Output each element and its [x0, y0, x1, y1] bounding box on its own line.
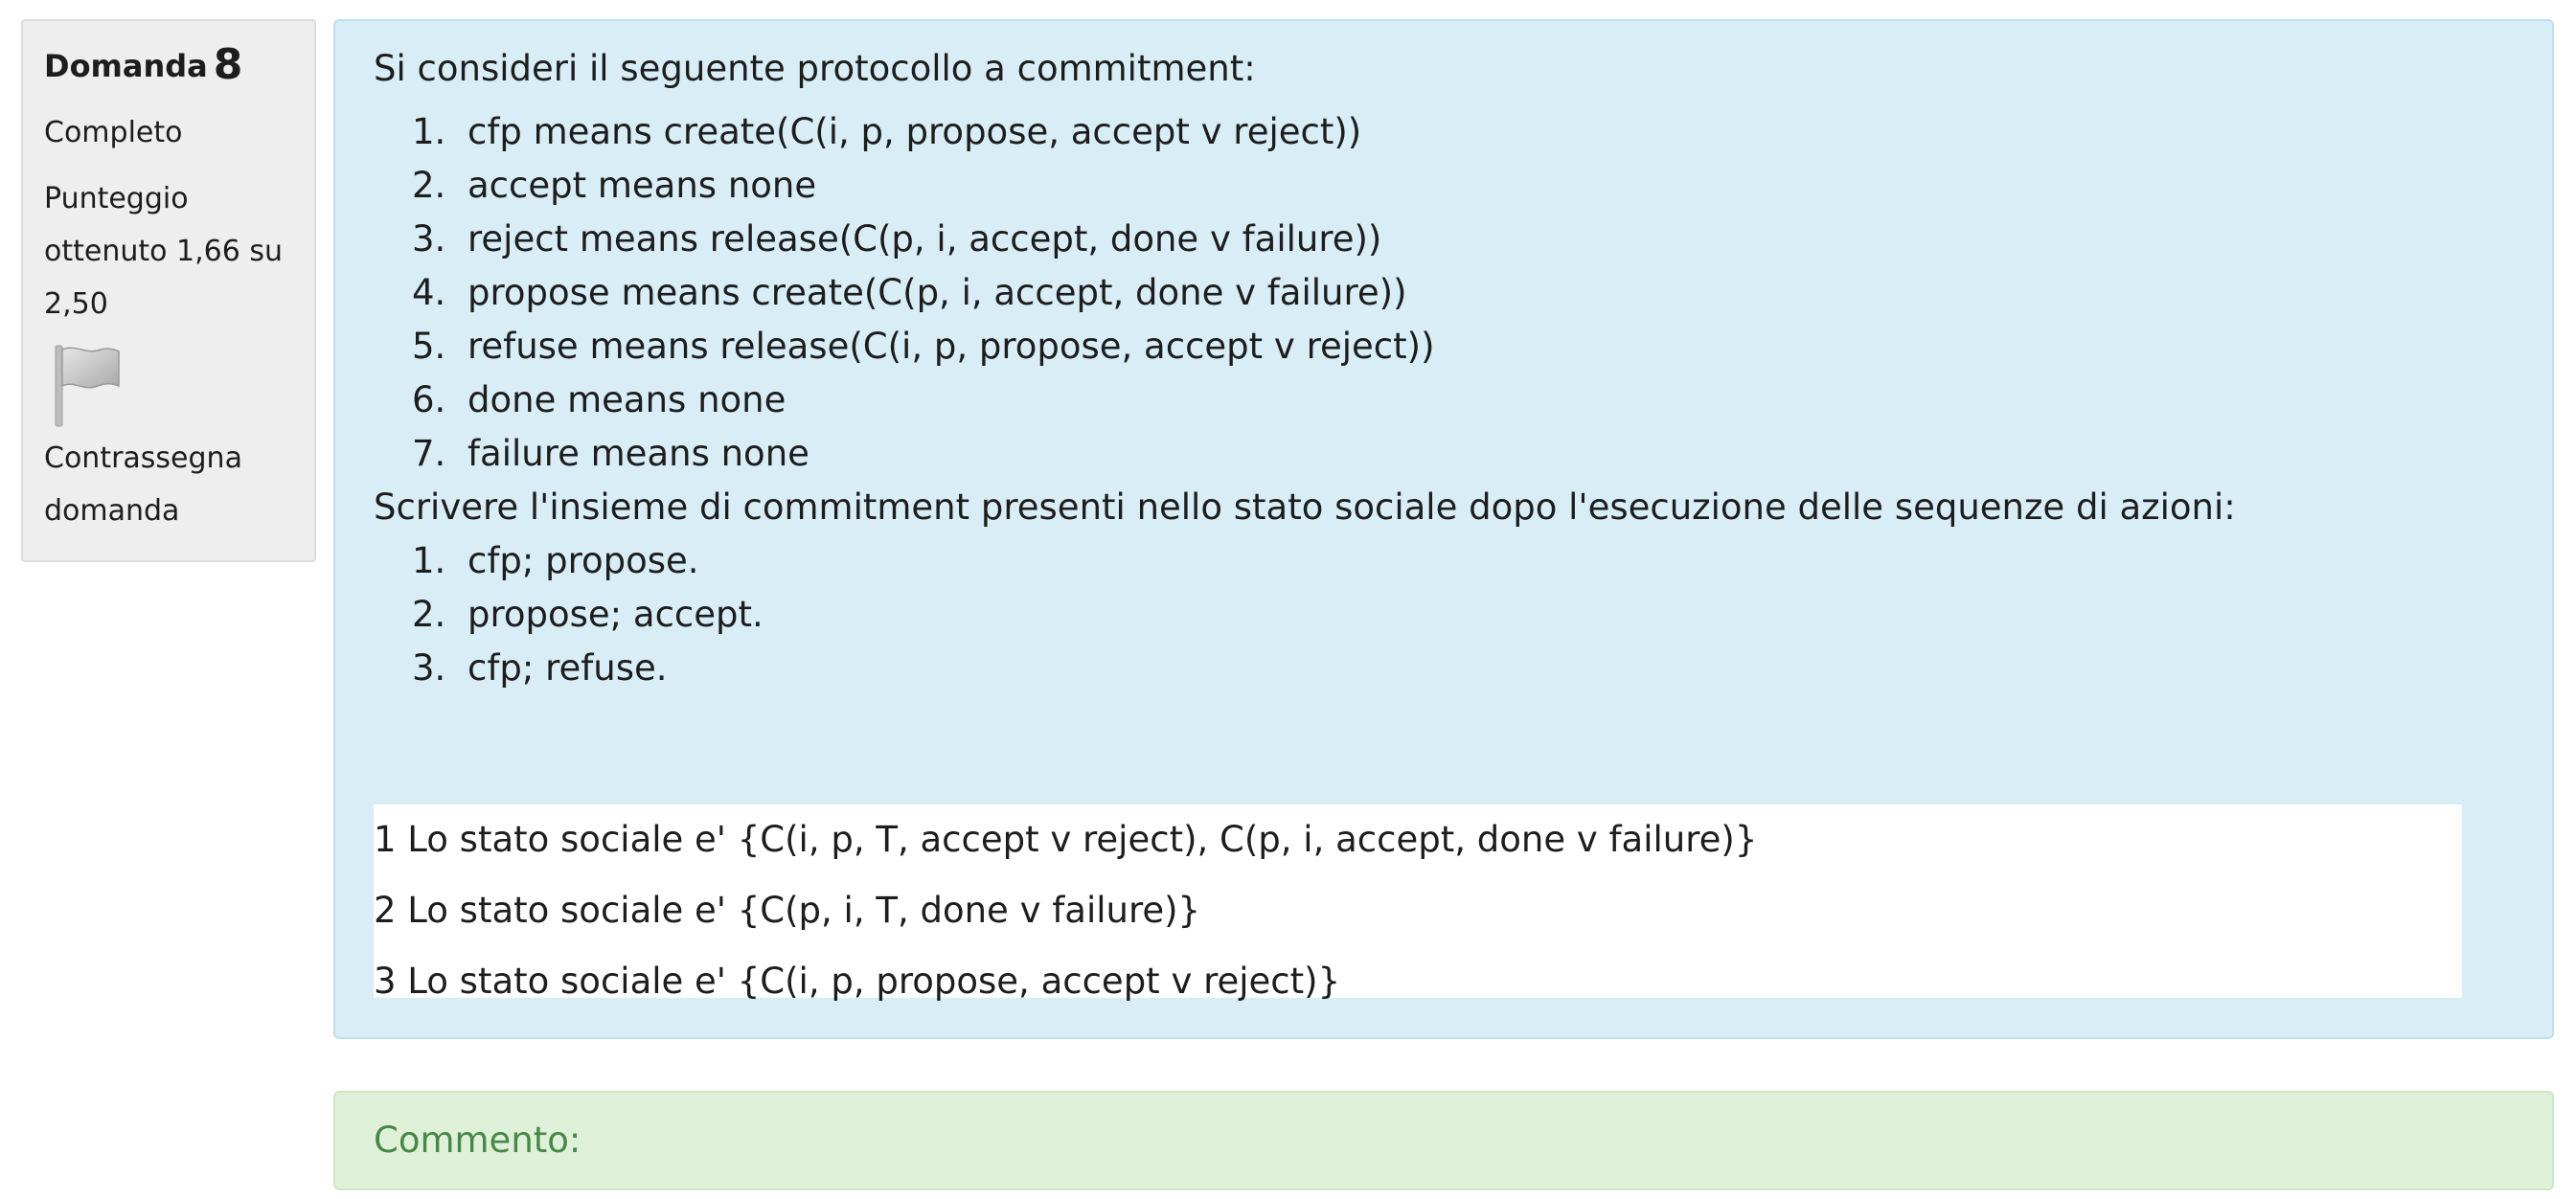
- flag-question-toggle[interactable]: Contrassegna domanda: [44, 342, 293, 537]
- list-item: 5.refuse means release(C(i, p, propose, …: [412, 326, 1435, 367]
- grade-line-1: Punteggio: [44, 181, 189, 215]
- comment-box: Commento:: [333, 1091, 2554, 1190]
- answer-line: 1 Lo stato sociale e' {C(i, p, T, accept…: [374, 819, 1758, 860]
- comment-label: Commento:: [374, 1120, 581, 1161]
- answer-line: 2 Lo stato sociale e' {C(p, i, T, done v…: [374, 890, 1201, 931]
- protocol-rules-list: 1.cfp means create(C(i, p, propose, acce…: [374, 105, 2514, 481]
- answer-line: 3 Lo stato sociale e' {C(i, p, propose, …: [374, 961, 1341, 1002]
- question-text-box: Si consideri il seguente protocollo a co…: [333, 19, 2554, 1039]
- grade-line-3: 2,50: [44, 286, 108, 321]
- list-item: 6.done means none: [412, 379, 786, 420]
- list-item: 1.cfp means create(C(i, p, propose, acce…: [412, 111, 1362, 152]
- question-intro: Si consideri il seguente protocollo a co…: [374, 48, 1256, 89]
- list-item: 1.cfp; propose.: [412, 540, 699, 581]
- action-sequences-list: 1.cfp; propose. 2.propose; accept. 3.cfp…: [374, 534, 2514, 695]
- question-grade: Punteggio ottenuto 1,66 su 2,50: [44, 172, 293, 330]
- list-item: 2.propose; accept.: [412, 594, 764, 635]
- flag-label-line-1[interactable]: Contrassegna: [44, 441, 242, 475]
- list-item: 3.reject means release(C(p, i, accept, d…: [412, 218, 1382, 260]
- answer-area: 1 Lo stato sociale e' {C(i, p, T, accept…: [374, 804, 2462, 1002]
- list-item: 2.accept means none: [412, 165, 817, 206]
- question-word: Domanda: [44, 48, 208, 84]
- list-item: 4.propose means create(C(p, i, accept, d…: [412, 272, 1407, 313]
- question-number-value: 8: [213, 40, 243, 89]
- list-item: 3.cfp; refuse.: [412, 647, 668, 689]
- list-item: 7.failure means none: [412, 433, 809, 474]
- flag-icon[interactable]: [48, 342, 125, 428]
- question-state: Completo: [44, 115, 183, 149]
- flag-label-line-2[interactable]: domanda: [44, 493, 180, 528]
- grade-line-2: ottenuto 1,66 su: [44, 234, 283, 268]
- question-prompt: Scrivere l'insieme di commitment present…: [374, 486, 2236, 528]
